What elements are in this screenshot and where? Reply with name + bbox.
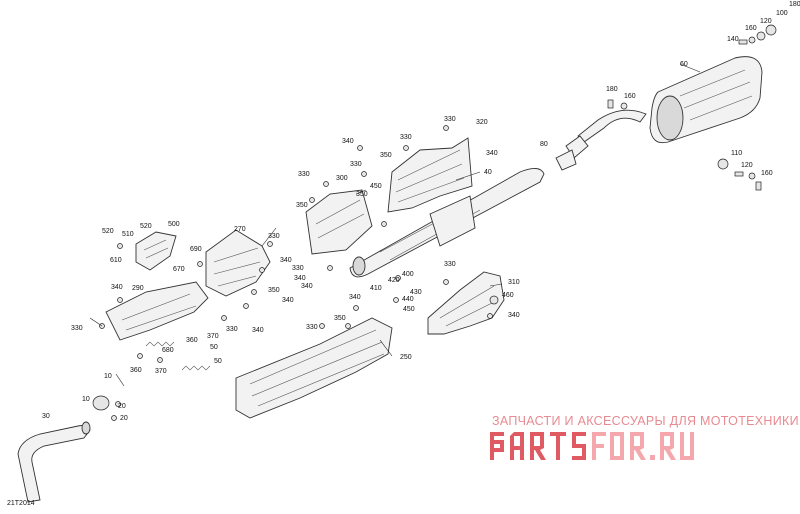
callout-label: 20 — [118, 403, 126, 410]
callout-label: 350 — [268, 287, 280, 294]
callout-label: 510 — [122, 231, 134, 238]
callout-label: 50 — [210, 344, 218, 351]
callout-label: 340 — [294, 275, 306, 282]
heat-shield-290 — [105, 281, 209, 341]
callout-label: 400 — [402, 271, 414, 278]
callout-label: 360 — [186, 337, 198, 344]
callout-label: 500 — [168, 221, 180, 228]
callout-label: 80 — [540, 141, 548, 148]
callout-label: 320 — [476, 119, 488, 126]
callout-label: 300 — [336, 175, 348, 182]
callout-label: 110 — [731, 150, 742, 157]
callout-label: 340 — [280, 257, 292, 264]
callout-label: 340 — [486, 150, 498, 157]
callout-label: 10 — [104, 373, 112, 380]
callout-label: 160 — [624, 93, 636, 100]
callout-label: 330 — [444, 261, 456, 268]
callout-label: 100 — [776, 10, 788, 17]
callout-label: 370 — [207, 333, 219, 340]
callout-label: 50 — [214, 358, 222, 365]
callout-label: 370 — [155, 368, 167, 375]
heat-shield-300 — [305, 189, 373, 255]
callout-label: 350 — [356, 191, 368, 198]
callout-label: 350 — [380, 152, 392, 159]
callout-label: 450 — [403, 306, 415, 313]
callout-label: 460 — [502, 292, 514, 299]
callout-labels: 180 100 160 120 140 60 180 160 320 330 3… — [42, 1, 800, 422]
callout-label: 120 — [741, 162, 753, 169]
callout-label: 330 — [444, 116, 456, 123]
heat-shield-310 — [427, 271, 505, 335]
callout-label: 420 — [388, 277, 400, 284]
callout-label: 120 — [760, 18, 772, 25]
callout-label: 330 — [298, 171, 310, 178]
callout-label: 140 — [727, 36, 739, 43]
callout-label: 330 — [268, 233, 280, 240]
fasteners — [99, 125, 499, 421]
callout-label: 330 — [226, 326, 238, 333]
callout-label: 520 — [140, 223, 152, 230]
callout-label: 340 — [252, 327, 264, 334]
callout-label: 330 — [400, 134, 412, 141]
callout-label: 670 — [173, 266, 185, 273]
callout-label: 680 — [162, 347, 174, 354]
callout-label: 30 — [42, 413, 50, 420]
callout-label: 410 — [370, 285, 382, 292]
main-exhaust-pipe — [349, 168, 545, 278]
callout-label: 330 — [71, 325, 83, 332]
callout-label: 610 — [110, 257, 122, 264]
callout-label: 20 — [120, 415, 128, 422]
callout-label: 350 — [334, 315, 346, 322]
callout-label: 340 — [342, 138, 354, 145]
callout-label: 340 — [349, 294, 361, 301]
callout-label: 160 — [745, 25, 757, 32]
callout-label: 290 — [132, 285, 144, 292]
callout-label: 340 — [301, 283, 313, 290]
springs — [145, 341, 211, 371]
callout-label: 690 — [190, 246, 202, 253]
heat-shield-270 — [205, 229, 271, 297]
callout-label: 330 — [292, 265, 304, 272]
callout-label: 350 — [296, 202, 308, 209]
callout-label: 330 — [306, 324, 318, 331]
partsfor-logo — [490, 432, 694, 460]
callout-label: 160 — [761, 170, 773, 177]
callout-label: 340 — [111, 284, 123, 291]
callout-label: 360 — [130, 367, 142, 374]
muffler — [565, 56, 763, 159]
callout-label: 180 — [789, 1, 800, 8]
callout-label: 180 — [606, 86, 618, 93]
muffler-fasteners — [555, 24, 777, 191]
callout-label: 60 — [680, 61, 688, 68]
watermark-caption: ЗАПЧАСТИ И АКСЕССУАРЫ ДЛЯ МОТОТЕХНИКИ — [492, 414, 799, 428]
callout-label: 450 — [370, 183, 382, 190]
callout-label: 520 — [102, 228, 114, 235]
callout-label: 10 — [82, 396, 90, 403]
callout-label: 40 — [484, 169, 492, 176]
callout-label: 310 — [508, 279, 520, 286]
bracket-500 — [135, 231, 177, 271]
callout-label: 340 — [282, 297, 294, 304]
diagram-code: 21T2014 — [7, 500, 35, 507]
heat-shield-320 — [387, 137, 473, 213]
callout-label: 330 — [350, 161, 362, 168]
heat-shield-250 — [235, 317, 393, 419]
callout-label: 340 — [508, 312, 520, 319]
callout-label: 430 — [410, 289, 422, 296]
callout-label: 250 — [400, 354, 412, 361]
leader-lines — [89, 63, 701, 357]
header-pipe — [17, 373, 125, 503]
callout-label: 270 — [234, 226, 246, 233]
callout-label: 440 — [402, 296, 414, 303]
